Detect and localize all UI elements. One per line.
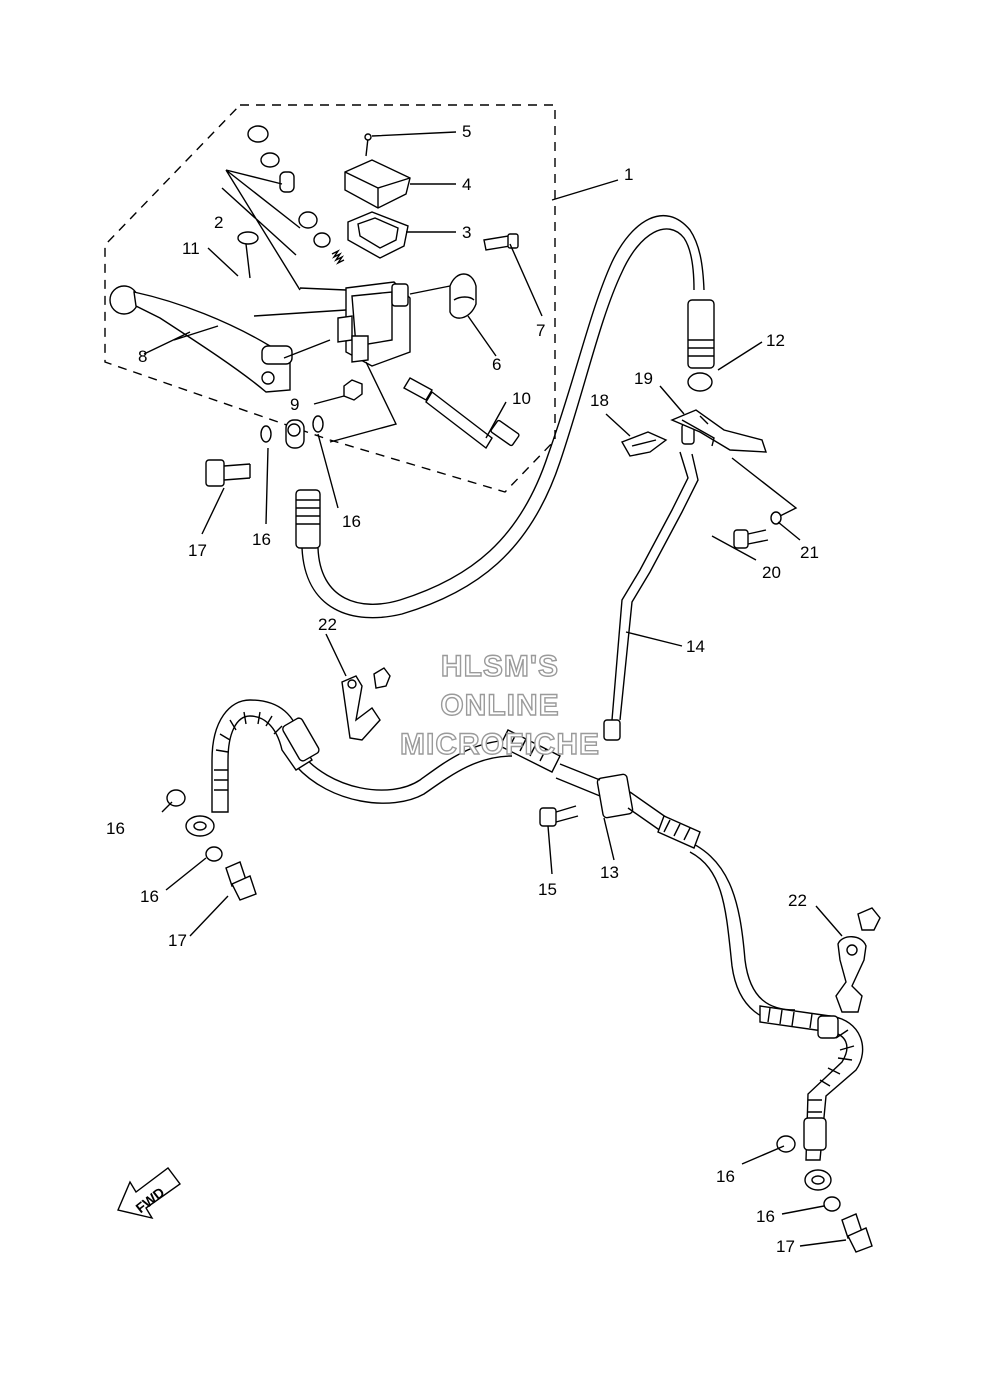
callout-16-lower-left-b: 16	[140, 887, 159, 906]
washer-16-upper-b	[312, 415, 324, 433]
callout-17-upper: 17	[188, 541, 207, 560]
callout-17-left: 17	[168, 931, 187, 950]
fwd-arrow-icon: FWD	[117, 1167, 181, 1220]
diaphragm-plate	[347, 211, 409, 259]
lower-brake-hose	[185, 699, 864, 1191]
callout-22-left: 22	[318, 615, 337, 634]
callout-7: 7	[536, 321, 545, 340]
callout-8: 8	[138, 347, 147, 366]
callout-16-lower-right-b: 16	[756, 1207, 775, 1226]
union-bolt-17-right	[841, 1213, 873, 1253]
callout-13: 13	[600, 863, 619, 882]
callout-9: 9	[290, 395, 299, 414]
bolt-20	[733, 529, 769, 549]
hose-guide-19	[670, 409, 767, 453]
washer-16-lower-left-b	[205, 846, 223, 862]
bolt-15	[539, 805, 579, 827]
watermark-line-3: MICROFICHE	[400, 728, 600, 761]
upper-brake-hose	[285, 214, 715, 619]
cylinder-cap	[344, 133, 411, 209]
leader-19-21	[731, 457, 798, 517]
master-cylinder-body	[337, 281, 411, 367]
washer-21	[770, 511, 782, 525]
handlebar-holder	[449, 273, 477, 319]
callout-4: 4	[462, 175, 471, 194]
brake-pipe	[603, 423, 699, 741]
union-bolt-17-upper	[205, 459, 251, 487]
washer-16-lower-right-b	[823, 1196, 841, 1212]
callout-17-right: 17	[776, 1237, 795, 1256]
callout-12: 12	[766, 331, 785, 350]
washer-16-upper-a	[260, 425, 272, 443]
callout-16-lower-right-a: 16	[716, 1167, 735, 1186]
watermark-line-1: HLSM'S	[441, 650, 559, 683]
callout-2: 2	[214, 213, 223, 232]
brake-light-switch	[403, 377, 520, 450]
lever-pivot-bolt	[237, 231, 259, 279]
callout-19: 19	[634, 369, 653, 388]
callout-5: 5	[462, 122, 471, 141]
callout-22-right: 22	[788, 891, 807, 910]
bracket-22-right	[835, 907, 881, 1013]
callout-1: 1	[624, 165, 633, 184]
lever-nut	[343, 379, 363, 401]
piston-kit	[247, 125, 345, 265]
bracket-22-left	[341, 667, 391, 741]
callout-20: 20	[762, 563, 781, 582]
watermark-line-2: ONLINE	[440, 689, 559, 722]
hose-clamp-18	[620, 431, 668, 457]
callout-6: 6	[492, 355, 501, 374]
callout-15: 15	[538, 880, 557, 899]
assembly-boundary	[104, 104, 556, 493]
washer-16-lower-right-a	[776, 1135, 796, 1153]
callout-18: 18	[590, 391, 609, 410]
callout-16-upper-b: 16	[342, 512, 361, 531]
callout-14: 14	[686, 637, 705, 656]
callout-16-upper-a: 16	[252, 530, 271, 549]
holder-bolt	[483, 233, 519, 251]
callout-21: 21	[800, 543, 819, 562]
union-bolt-17-left	[225, 861, 257, 901]
callout-16-lower-left-a: 16	[106, 819, 125, 838]
assembly-leaders	[221, 169, 451, 443]
callout-leaders	[143, 131, 847, 1247]
callout-3: 3	[462, 223, 471, 242]
callout-10: 10	[512, 389, 531, 408]
brake-lever	[109, 285, 293, 393]
callout-11: 11	[182, 239, 200, 258]
